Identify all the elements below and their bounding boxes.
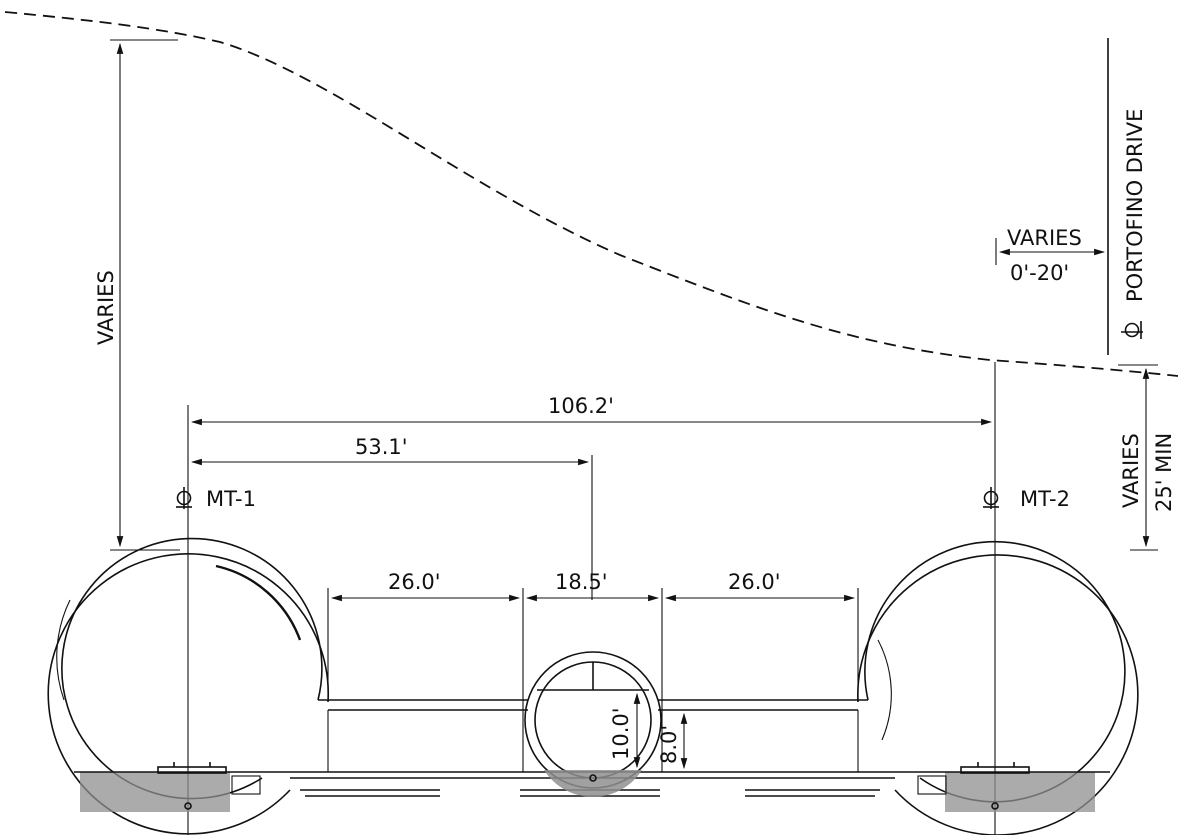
left-varies-label: VARIES <box>94 270 118 345</box>
side-height-label: 8.0' <box>657 725 681 764</box>
right-span-label: 26.0' <box>728 570 781 594</box>
left-span-label: 26.0' <box>388 570 441 594</box>
total-span-label: 106.2' <box>548 394 614 418</box>
varies-right-label: VARIES <box>1119 433 1143 508</box>
cover-depth-dimension: VARIES 25' MIN <box>1118 364 1176 551</box>
mid-span-label: 18.5' <box>555 570 608 594</box>
mt1-tag: MT-1 <box>176 487 256 511</box>
total-span-dimension: 106.2' <box>190 394 993 426</box>
varies-top-label: VARIES <box>1007 226 1082 250</box>
ground-profile-line <box>4 11 1178 377</box>
range-top-label: 0'-20' <box>1010 261 1069 285</box>
centerline-icon <box>983 487 999 509</box>
mt1-ballast <box>80 772 230 812</box>
mt2-tag: MT-2 <box>983 487 1070 511</box>
left-varies-dimension: VARIES <box>94 39 178 551</box>
centerline-icon <box>176 487 192 509</box>
portofino-centerline: PORTOFINO DRIVE <box>1107 38 1147 355</box>
mt1-label: MT-1 <box>206 487 256 511</box>
half-span-dimension: 53.1' <box>190 435 590 466</box>
height-dimensions: 10.0' 8.0' <box>609 692 688 770</box>
centerline-icon <box>1121 321 1143 339</box>
mt2-ballast <box>945 772 1095 812</box>
mt2-label: MT-2 <box>1020 487 1070 511</box>
span-dimensions: 26.0' 18.5' 26.0' <box>327 570 859 772</box>
min-right-label: 25' MIN <box>1152 433 1176 512</box>
center-tunnel <box>524 651 662 797</box>
mid-height-label: 10.0' <box>609 707 633 760</box>
portofino-label: PORTOFINO DRIVE <box>1123 109 1147 302</box>
tunnel-mt1 <box>47 537 330 835</box>
offset-range-dimension: VARIES 0'-20' <box>995 226 1106 285</box>
half-span-label: 53.1' <box>355 435 408 459</box>
tunnel-mt2 <box>857 541 1139 835</box>
